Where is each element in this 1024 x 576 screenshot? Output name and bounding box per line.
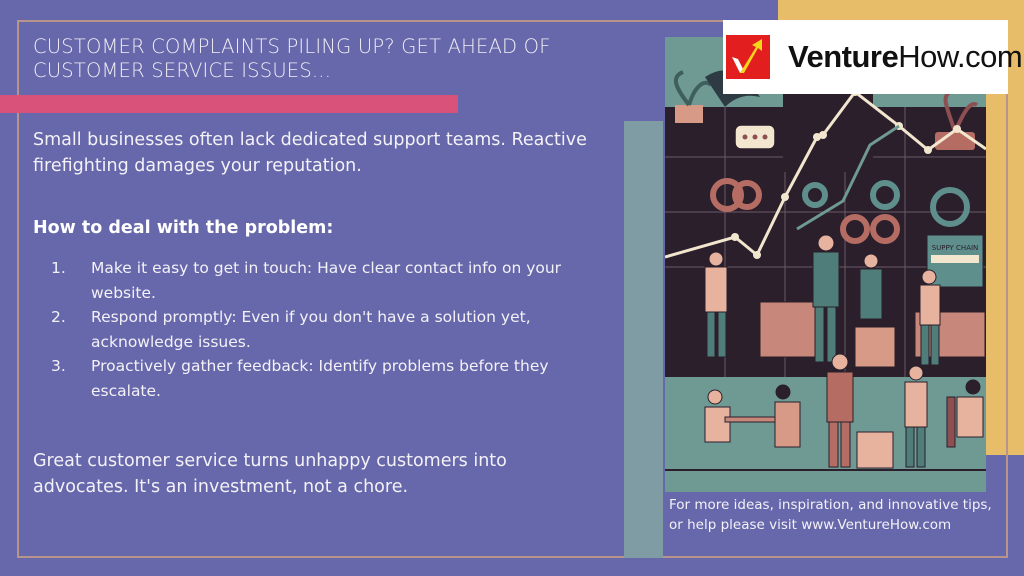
step-text: Proactively gather feedback: Identify pr…	[91, 357, 549, 400]
list-item: 2. Respond promptly: Even if you don't h…	[51, 305, 591, 354]
list-item: 3. Proactively gather feedback: Identify…	[51, 354, 591, 403]
venturehow-logo[interactable]: VentureHow.com	[723, 20, 1023, 94]
section-heading: How to deal with the problem:	[33, 218, 334, 238]
closing-paragraph: Great customer service turns unhappy cus…	[33, 451, 507, 497]
teal-accent-column	[624, 121, 663, 558]
slide-frame	[17, 20, 1008, 558]
intro-paragraph: Small businesses often lack dedicated su…	[33, 130, 587, 176]
office-illustration: SUPPY CHAIN	[665, 37, 986, 492]
logo-brand-bold: Venture	[788, 39, 899, 74]
sign-text: SUPPY CHAIN	[932, 244, 979, 252]
list-item: 1. Make it easy to get in touch: Have cl…	[51, 256, 591, 305]
logo-wordmark: VentureHow.com	[788, 39, 1023, 75]
slide-title: Customer complaints piling up? Get ahead…	[33, 35, 551, 82]
step-text: Respond promptly: Even if you don't have…	[91, 308, 531, 351]
pink-accent-bar	[0, 95, 458, 113]
step-text: Make it easy to get in touch: Have clear…	[91, 259, 562, 302]
logo-brand-regular: How.com	[898, 39, 1023, 74]
step-number: 1.	[51, 259, 66, 277]
step-number: 3.	[51, 357, 66, 375]
step-number: 2.	[51, 308, 66, 326]
steps-list: 1. Make it easy to get in touch: Have cl…	[51, 256, 591, 403]
footer-note: For more ideas, inspiration, and innovat…	[669, 497, 992, 533]
checkmark-arrow-icon	[726, 35, 770, 79]
